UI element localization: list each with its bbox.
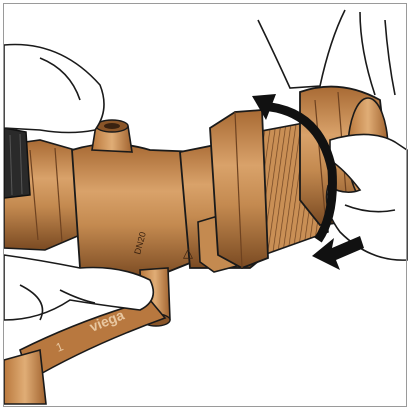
right-top-hand (258, 10, 395, 95)
left-top-hand (4, 45, 104, 133)
arrow-symbol-marking: △ (183, 245, 193, 260)
bottom-left-fitting (4, 350, 46, 404)
dark-knob (4, 128, 30, 198)
right-bottom-hand (327, 134, 408, 260)
union-hex-nut (210, 110, 268, 268)
